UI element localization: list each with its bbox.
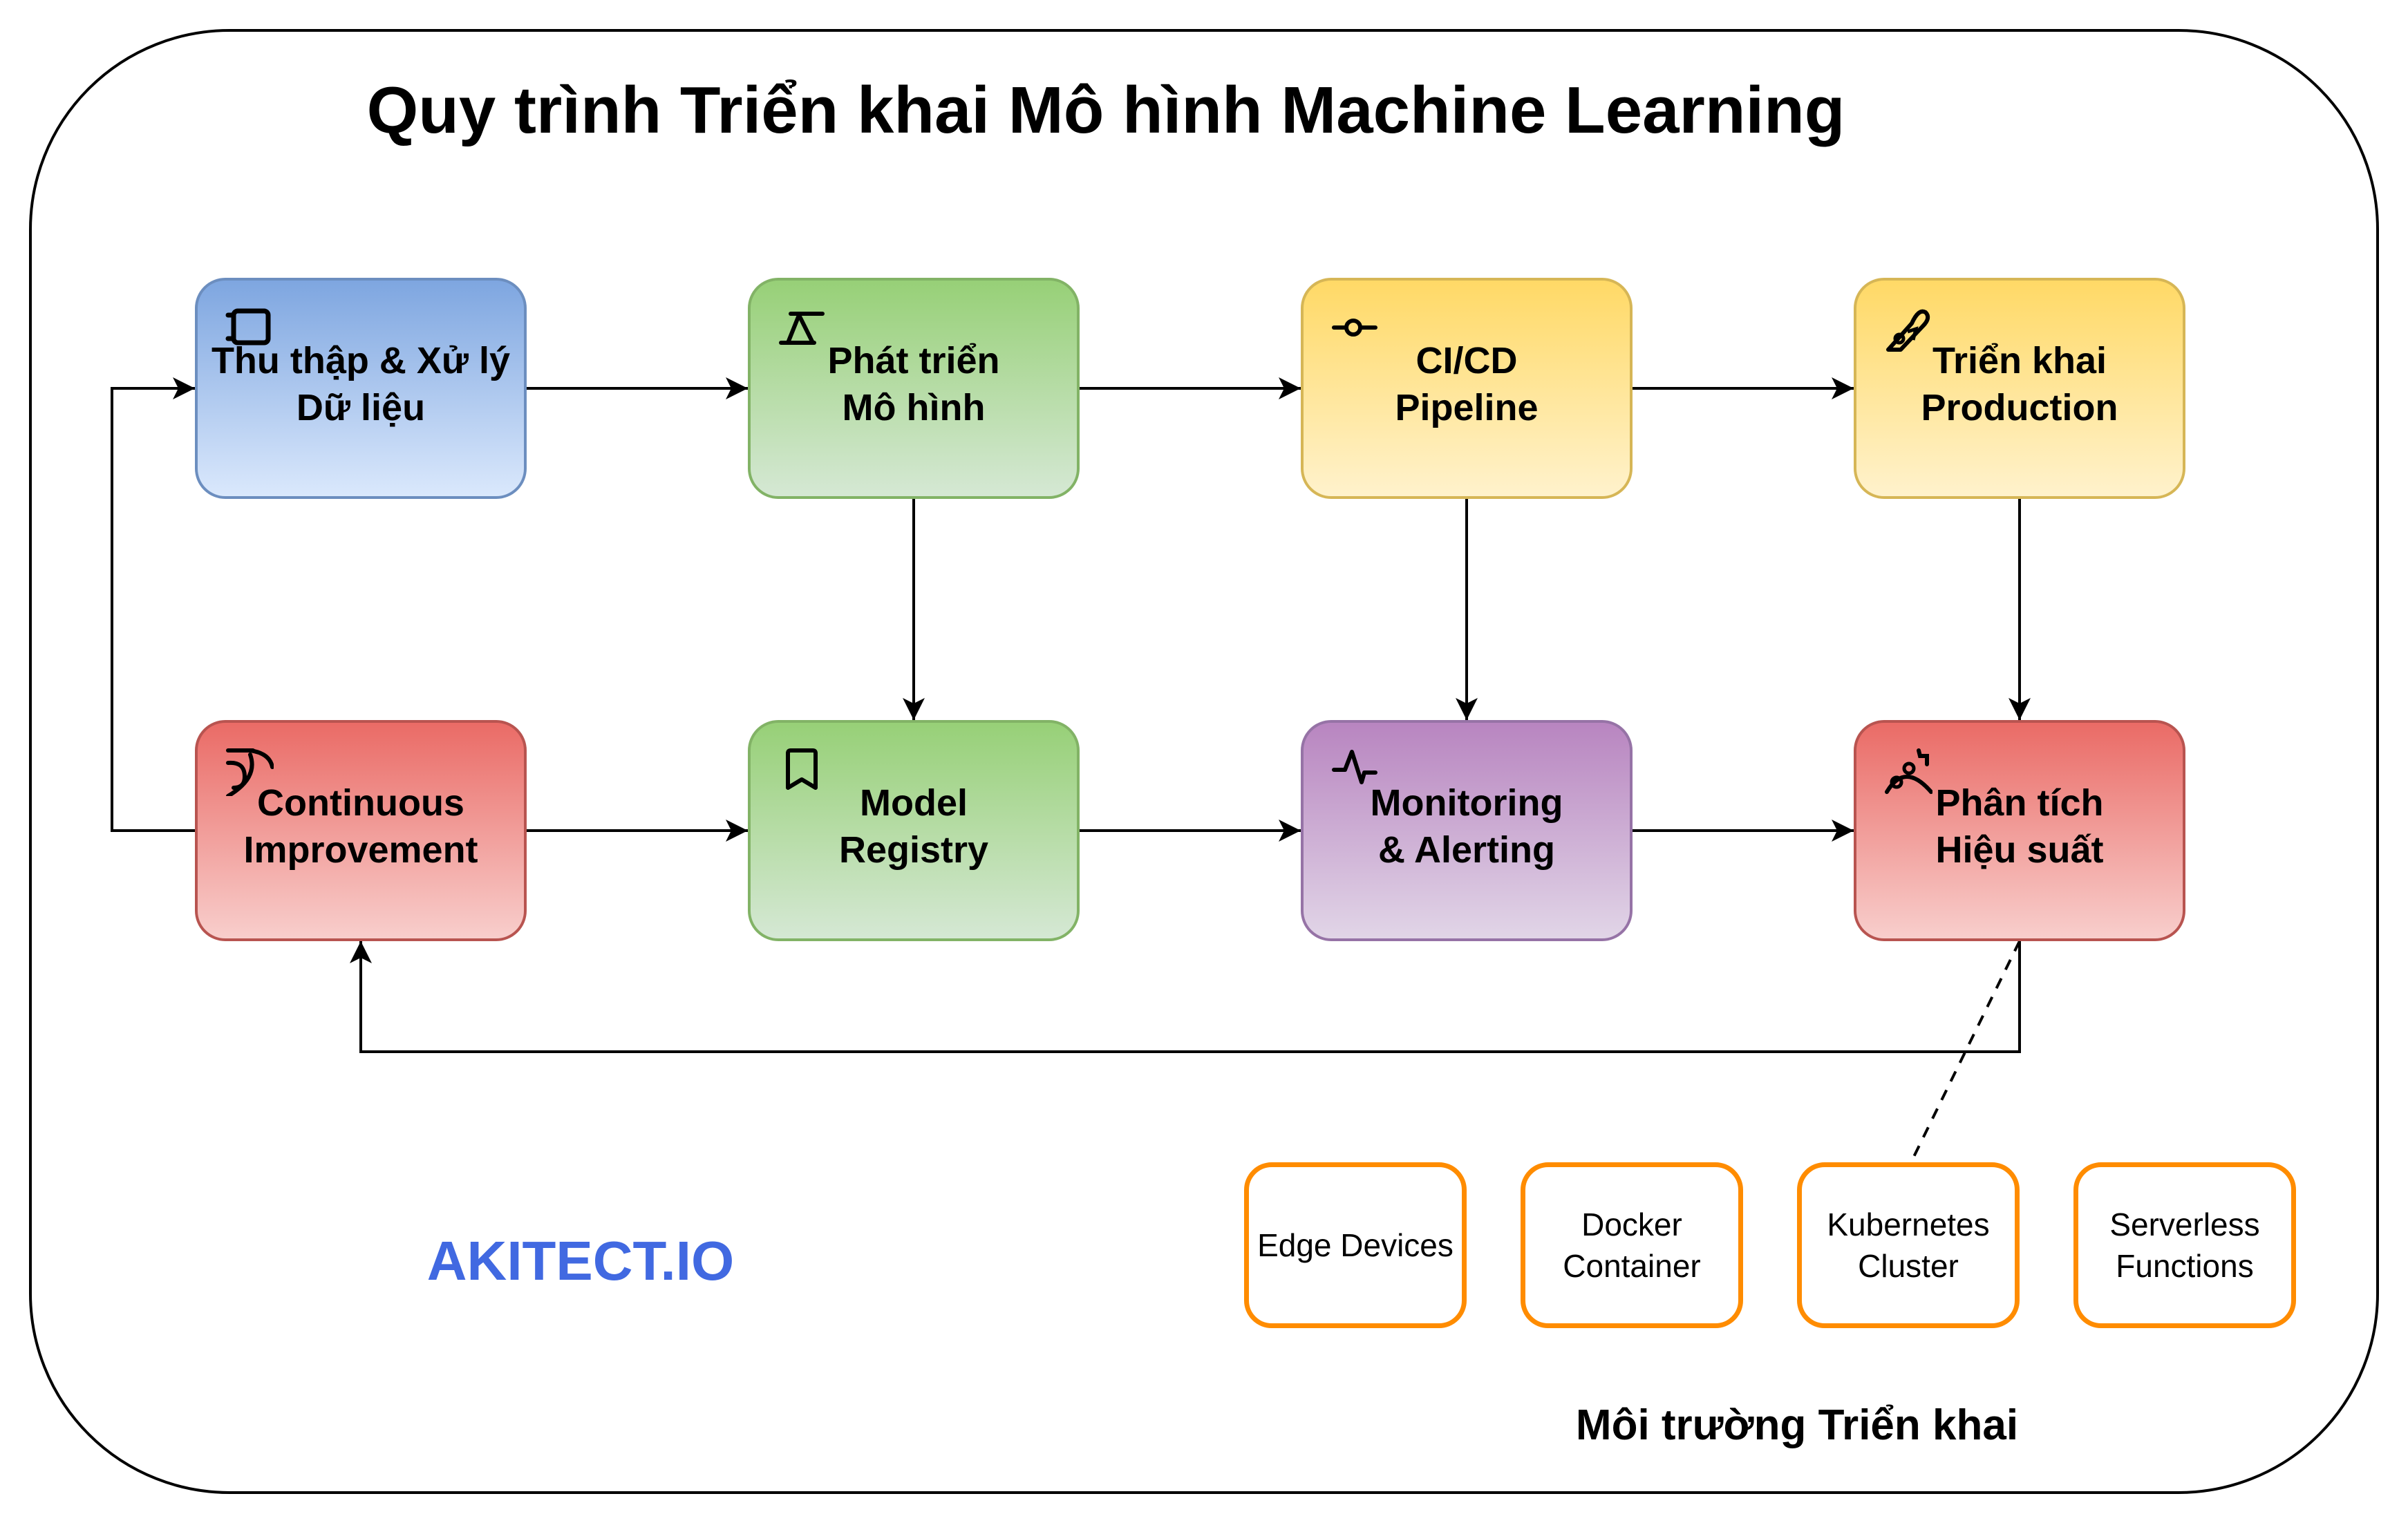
env-label: Kubernetes Cluster	[1827, 1207, 1990, 1284]
cycle-icon	[226, 748, 274, 796]
pulse-icon	[1332, 750, 1377, 784]
arrowhead	[1456, 698, 1478, 720]
arrowhead	[173, 377, 195, 399]
node-production-deploy[interactable]: Triển khai Production	[1854, 278, 2185, 499]
node-label: Phát triển Mô hình	[827, 340, 1000, 428]
commit-icon	[1332, 319, 1377, 337]
node-continuous-improvement[interactable]: Continuous Improvement	[195, 720, 527, 941]
brand-logo-text: AKITECT.IO	[426, 1230, 735, 1292]
arrowhead	[1832, 820, 1854, 842]
node-model-development[interactable]: Phát triển Mô hình	[748, 278, 1080, 499]
node-label: Monitoring & Alerting	[1370, 782, 1563, 871]
arrowhead	[1279, 820, 1301, 842]
node-label: Continuous Improvement	[243, 782, 478, 871]
node-label: Triển khai Production	[1921, 340, 2118, 428]
diagram-title: Quy trình Triển khai Mô hình Machine Lea…	[366, 73, 1845, 147]
env-label: Serverless Functions	[2109, 1207, 2260, 1284]
arrowhead	[726, 820, 748, 842]
bookmark-icon	[786, 748, 818, 790]
node-label: Thu thập & Xử lý Dữ liệu	[211, 340, 511, 428]
gauge-icon	[1885, 748, 1932, 794]
arrowhead	[726, 377, 748, 399]
environment-title: Môi trường Triển khai	[1575, 1401, 2019, 1449]
env-label: Docker Container	[1563, 1207, 1701, 1284]
arrowhead	[1279, 377, 1301, 399]
node-label: Phân tích Hiệu suất	[1935, 782, 2104, 871]
env-edge-devices[interactable]: Edge Devices	[1244, 1162, 1467, 1328]
env-serverless-functions[interactable]: Serverless Functions	[2073, 1162, 2296, 1328]
arrowhead	[903, 698, 925, 720]
node-performance-analysis[interactable]: Phân tích Hiệu suất	[1854, 720, 2185, 941]
arrowhead	[2009, 698, 2031, 720]
edge-analysis-to-improve[interactable]	[359, 941, 2021, 1053]
node-model-registry[interactable]: Model Registry	[748, 720, 1080, 941]
node-label: Model Registry	[838, 782, 989, 871]
node-data-processing[interactable]: Thu thập & Xử lý Dữ liệu	[195, 278, 527, 499]
window-icon	[225, 308, 271, 346]
env-label: Edge Devices	[1257, 1227, 1454, 1263]
balance-icon	[779, 312, 825, 345]
node-label: CI/CD Pipeline	[1395, 340, 1539, 428]
node-monitoring-alerting[interactable]: Monitoring & Alerting	[1301, 720, 1633, 941]
env-kubernetes-cluster[interactable]: Kubernetes Cluster	[1797, 1162, 2020, 1328]
edge-improve-to-data[interactable]	[111, 387, 195, 832]
arrowhead	[350, 941, 372, 963]
env-docker-container[interactable]: Docker Container	[1521, 1162, 1743, 1328]
rocket-icon	[1886, 309, 1930, 352]
node-cicd-pipeline[interactable]: CI/CD Pipeline	[1301, 278, 1633, 499]
arrowhead	[1832, 377, 1854, 399]
